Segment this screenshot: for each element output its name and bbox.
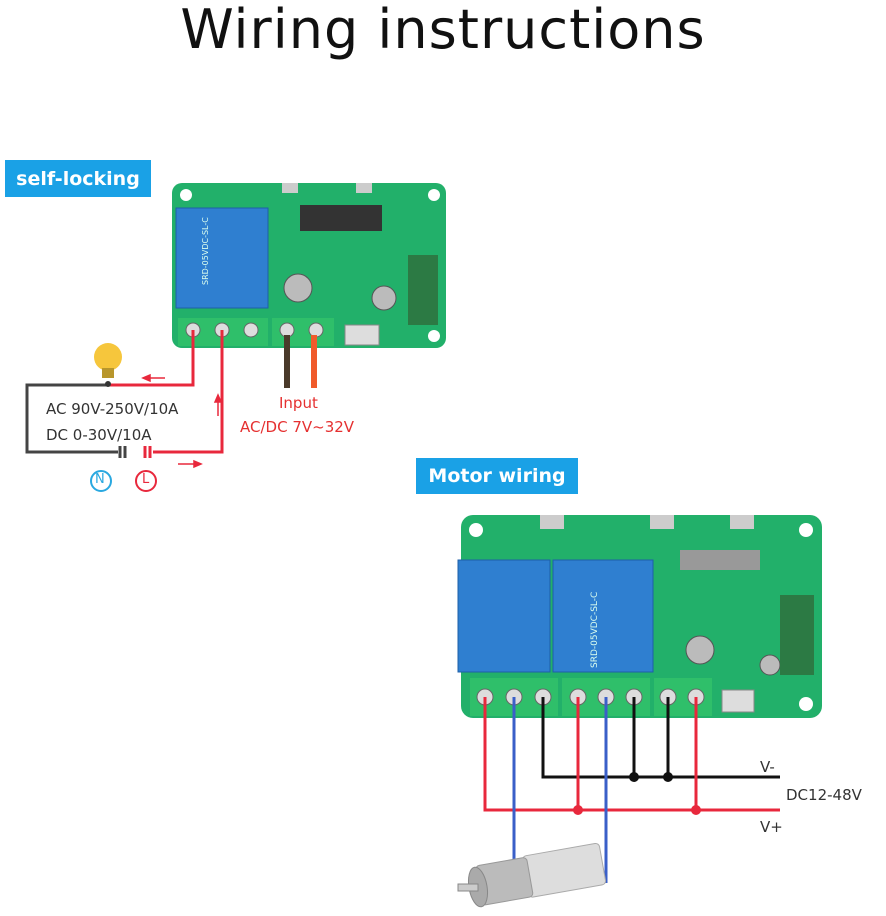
usb-port (344, 324, 380, 346)
v-minus-label: V- (760, 758, 775, 776)
relay-1 (457, 559, 551, 673)
load-rating-dc: DC 0-30V/10A (46, 426, 152, 444)
live-symbol: L (142, 472, 150, 487)
neutral-symbol: N (95, 472, 105, 487)
relay-marking: SRD-05VDC-SL-C (590, 591, 600, 668)
usb-port (721, 689, 755, 713)
neutral-icon (90, 470, 112, 492)
input-label: Input (279, 394, 318, 412)
self-locking-badge: self-locking (5, 160, 151, 197)
motor-wiring-badge: Motor wiring (416, 458, 578, 494)
relay (175, 207, 269, 309)
current-arrows (141, 373, 223, 469)
relay-board-1ch (172, 183, 446, 348)
supply-voltage-label: DC12-48V (786, 786, 862, 804)
input-rating: AC/DC 7V~32V (240, 418, 355, 436)
live-icon (135, 470, 157, 492)
dc-motor-icon (457, 842, 607, 908)
v-plus-label: V+ (760, 818, 783, 836)
page-title: Wiring instructions (180, 0, 706, 61)
light-bulb-icon (94, 343, 122, 387)
junction-dots (573, 772, 701, 815)
relay-marking: SRD-05VDC-SL-C (201, 217, 210, 285)
self-locking-wires (25, 330, 317, 458)
relay-board-2ch (457, 515, 822, 718)
relay-2 (552, 559, 654, 673)
load-rating-ac: AC 90V-250V/10A (46, 400, 179, 418)
motor-wires (483, 697, 780, 883)
